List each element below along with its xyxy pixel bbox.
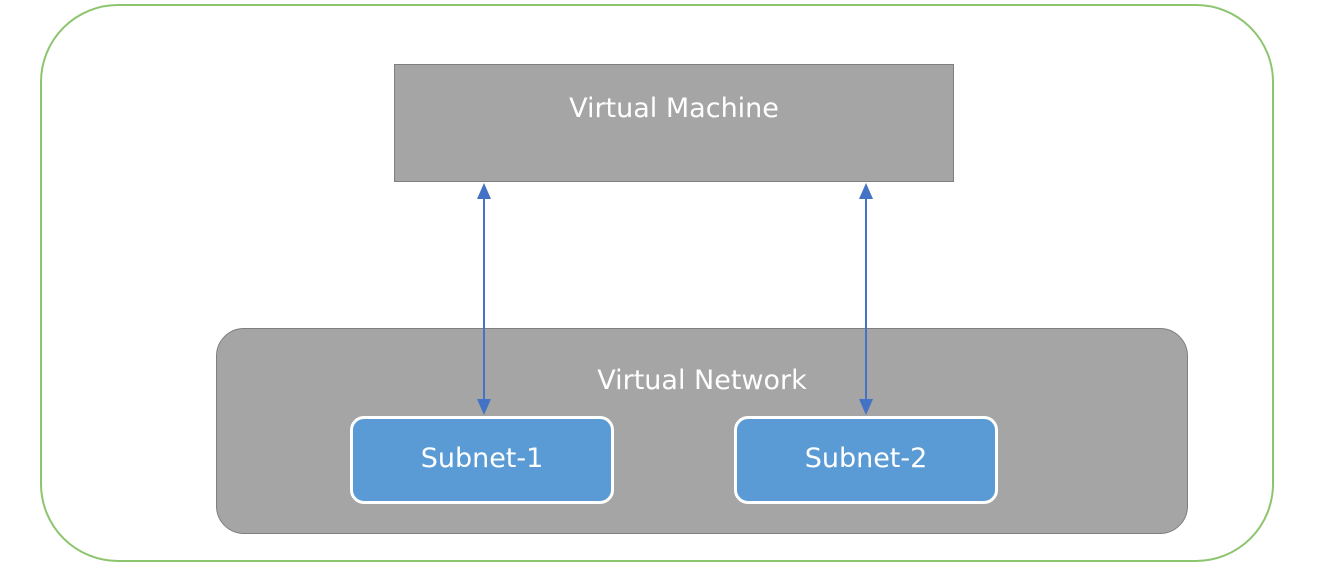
subnet-1-label: Subnet-1 bbox=[420, 443, 544, 474]
arrow-subnet-2-to-vm bbox=[859, 183, 873, 415]
virtual-network-label: Virtual Network bbox=[597, 365, 807, 396]
virtual-machine-box: Virtual Machine bbox=[394, 64, 954, 182]
diagram-container bbox=[40, 4, 1274, 562]
subnet-2-box: Subnet-2 bbox=[734, 416, 998, 504]
arrow-subnet-1-to-vm bbox=[477, 183, 491, 415]
subnet-1-box: Subnet-1 bbox=[350, 416, 614, 504]
virtual-machine-label: Virtual Machine bbox=[569, 93, 779, 124]
subnet-2-label: Subnet-2 bbox=[804, 443, 928, 474]
